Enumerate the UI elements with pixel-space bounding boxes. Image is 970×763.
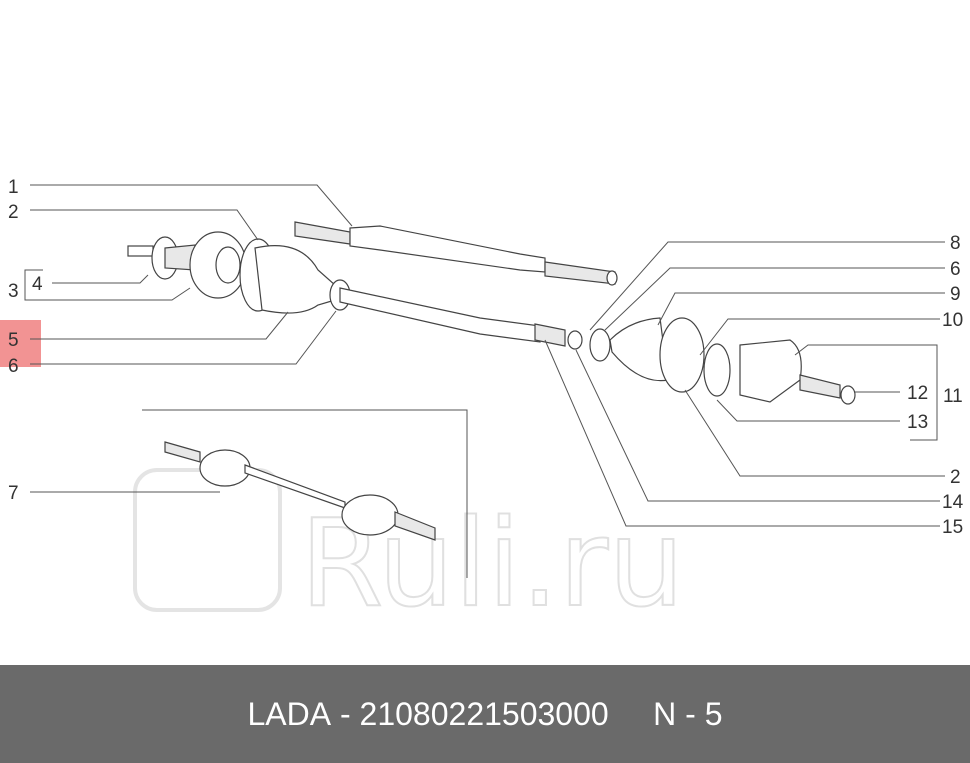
footer-separator: - — [331, 695, 360, 732]
footer-gap — [609, 696, 653, 733]
callout-9: 9 — [950, 284, 961, 305]
inner-cv-joint — [609, 317, 856, 405]
callout-6-right: 6 — [950, 259, 961, 280]
callout-5: 5 — [8, 330, 19, 351]
callout-2-right: 2 — [950, 467, 961, 488]
footer-position: N - 5 — [653, 695, 723, 732]
callout-7: 7 — [8, 483, 19, 504]
footer-brand: LADA — [247, 695, 332, 732]
footer-bar: LADA - 21080221503000 N - 5 — [0, 665, 970, 763]
callout-15: 15 — [942, 517, 963, 538]
callout-3: 3 — [8, 281, 19, 302]
callout-highlight — [0, 320, 41, 367]
callout-11: 11 — [943, 386, 963, 407]
leader-lines — [24, 184, 945, 578]
callout-6: 6 — [8, 356, 19, 377]
callout-4: 4 — [32, 274, 43, 295]
callout-13: 13 — [907, 412, 928, 433]
drive-shaft-assembly-7 — [164, 441, 436, 541]
callout-1: 1 — [8, 177, 19, 198]
callout-8: 8 — [950, 233, 961, 254]
callout-2: 2 — [8, 202, 19, 223]
footer-part-number: 21080221503000 — [359, 695, 609, 732]
callout-10: 10 — [942, 310, 963, 331]
parts-diagram: Ruli.ru — [8, 177, 964, 635]
drive-shaft-main — [339, 287, 611, 362]
drive-shaft-part-1 — [294, 221, 618, 286]
outer-cv-joint — [127, 231, 351, 314]
callout-14: 14 — [942, 492, 964, 513]
watermark-logo: Ruli.ru — [133, 468, 685, 635]
callout-12: 12 — [907, 383, 928, 404]
